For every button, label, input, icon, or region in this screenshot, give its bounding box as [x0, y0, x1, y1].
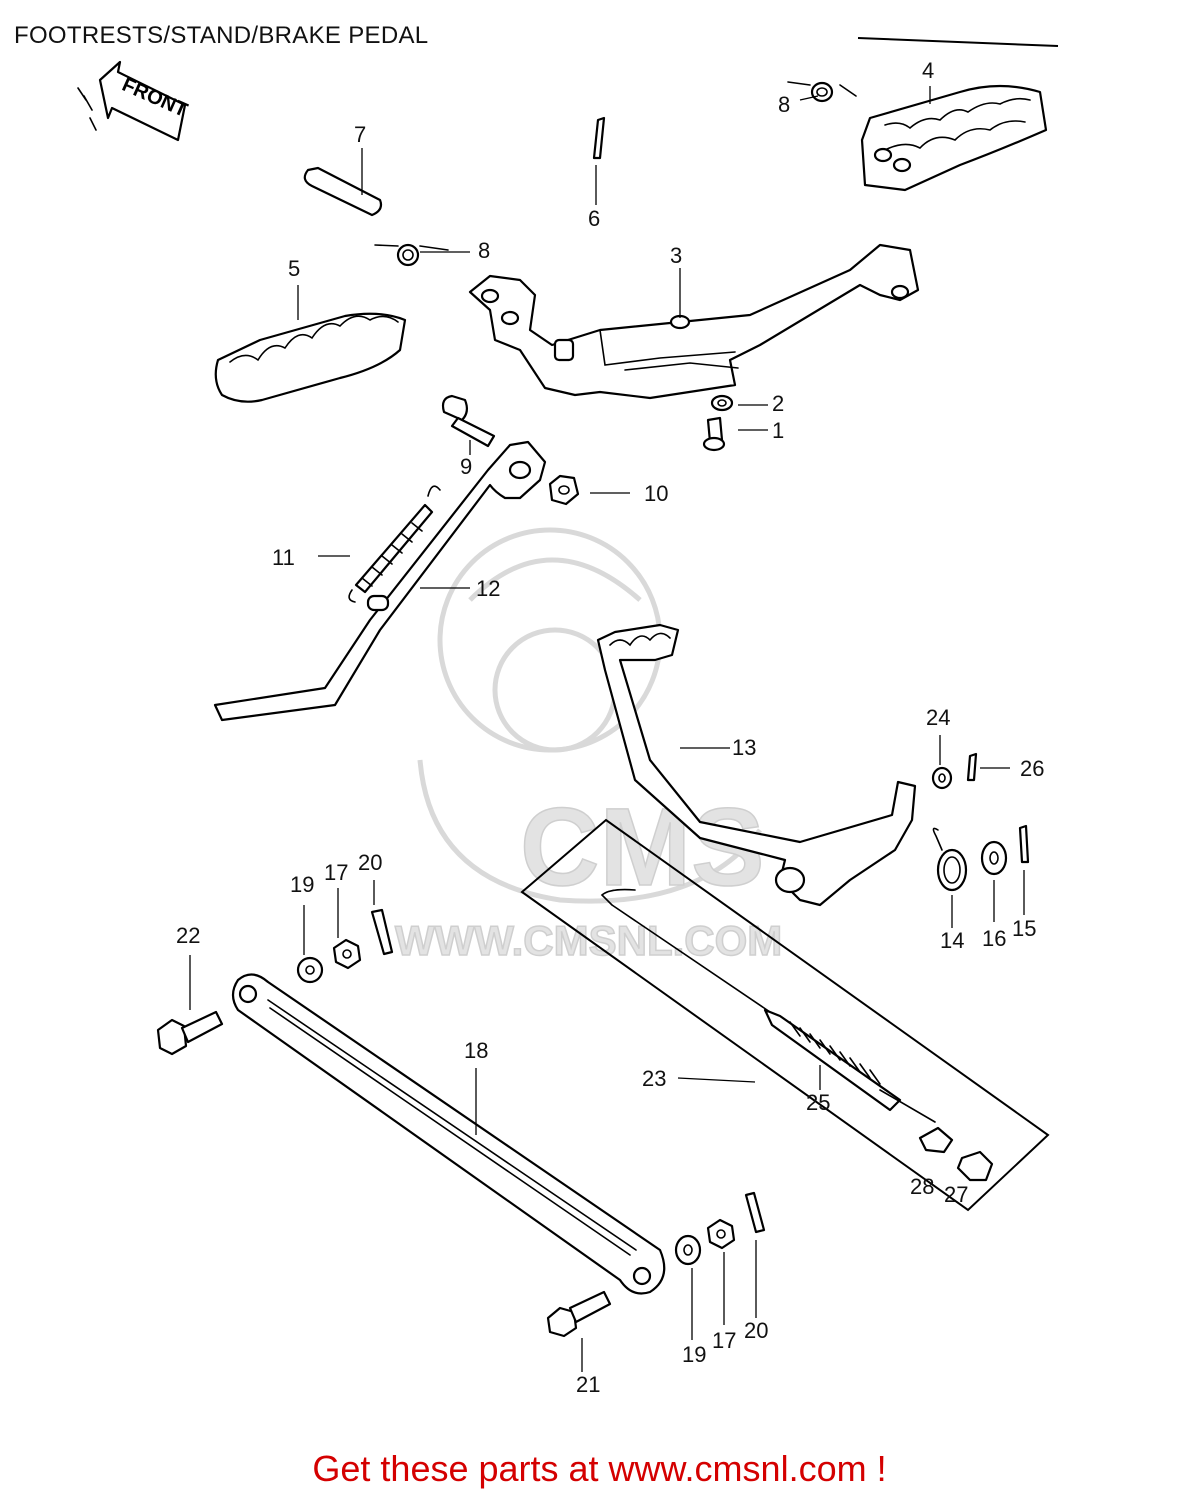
page-title: FOOTRESTS/STAND/BRAKE PEDAL	[14, 22, 429, 49]
callout-16: 16	[982, 926, 1006, 951]
part-washer-19-upper	[296, 905, 324, 984]
callout-14: 14	[940, 928, 964, 953]
callout-3: 3	[670, 243, 682, 268]
callout-15: 15	[1012, 916, 1036, 941]
part-cotter-pin-26	[966, 752, 1010, 782]
callout-1: 1	[772, 418, 784, 443]
part-cotter-pin-20-upper	[370, 880, 394, 956]
part-spring-8-lower	[374, 243, 449, 267]
callout-10: 10	[644, 481, 668, 506]
callout-6: 6	[588, 206, 600, 231]
part-torque-link-18	[231, 973, 666, 1295]
watermark-logo: CMS WWW.CMSNL.COM	[394, 527, 783, 965]
callout-21: 21	[576, 1372, 600, 1397]
callout-17-lower: 17	[712, 1328, 736, 1353]
callout-13: 13	[732, 735, 756, 760]
callout-28: 28	[910, 1174, 934, 1199]
callout-23: 23	[642, 1066, 666, 1091]
part-pin-7	[303, 148, 383, 217]
callout-27: 27	[944, 1182, 968, 1207]
part-return-spring-14	[932, 827, 968, 928]
part-washer-2	[710, 394, 768, 412]
part-brake-rod-box-23	[520, 818, 1050, 1212]
part-washer-24	[931, 735, 953, 790]
part-nut-10	[548, 474, 630, 506]
callout-8-upper: 8	[778, 92, 790, 117]
part-cotter-pin-6	[592, 116, 606, 205]
watermark-logo-text: CMS	[520, 786, 764, 909]
leader-8-upper	[799, 95, 819, 101]
callout-4: 4	[922, 58, 934, 83]
callout-5: 5	[288, 256, 300, 281]
part-washer-19-lower	[674, 1234, 702, 1340]
footer-shop-link[interactable]: Get these parts at www.cmsnl.com !	[312, 1448, 887, 1489]
part-spring-8-upper	[787, 81, 857, 103]
callout-8-lower: 8	[478, 238, 490, 263]
callout-19-lower: 19	[682, 1342, 706, 1367]
part-cotter-pin-15	[1018, 824, 1030, 915]
callout-7: 7	[354, 122, 366, 147]
callout-20-lower: 20	[744, 1318, 768, 1343]
callout-20-upper: 20	[358, 850, 382, 875]
front-arrow-marker: FRONT	[77, 60, 191, 142]
callout-11: 11	[272, 545, 295, 570]
part-brake-pedal-13	[596, 623, 917, 907]
callout-25: 25	[806, 1090, 830, 1115]
callout-26: 26	[1020, 756, 1044, 781]
callout-18: 18	[464, 1038, 488, 1063]
part-nut-17-lower	[706, 1218, 736, 1325]
part-bolt-1	[702, 416, 768, 452]
part-side-stand-12	[213, 440, 547, 722]
part-bolt-22	[156, 955, 224, 1056]
callout-22: 22	[176, 923, 200, 948]
callout-17-upper: 17	[324, 860, 348, 885]
part-cotter-pin-20-lower	[744, 1191, 766, 1318]
callout-2: 2	[772, 391, 784, 416]
callout-24: 24	[926, 705, 950, 730]
part-bolt-9	[441, 394, 496, 455]
part-nut-17-upper	[332, 888, 362, 970]
part-bolt-21	[546, 1290, 612, 1372]
callout-19-upper: 19	[290, 872, 314, 897]
callout-12: 12	[476, 576, 500, 601]
part-washer-16	[980, 840, 1008, 922]
part-stand-spring-11	[318, 485, 441, 603]
part-footrest-right	[860, 84, 1048, 192]
callout-9: 9	[460, 454, 472, 479]
header-rule	[857, 37, 1059, 47]
part-footrest-left	[214, 285, 407, 403]
part-stand-bracket-3	[468, 243, 920, 400]
